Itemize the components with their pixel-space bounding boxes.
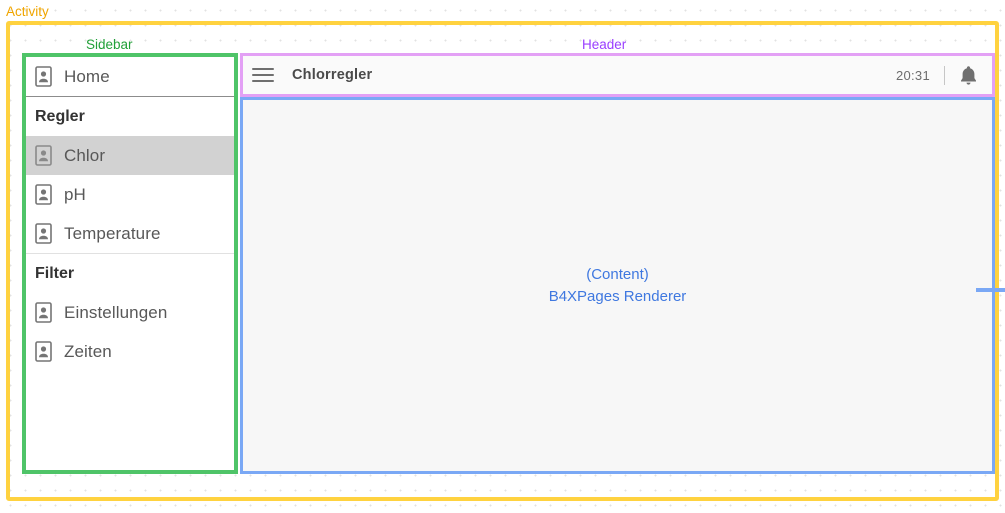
activity-frame-label: Activity: [6, 4, 49, 19]
sidebar-divider: [26, 253, 234, 254]
sidebar-item-label: Chlor: [64, 146, 106, 165]
sidebar-divider: [26, 96, 234, 97]
content-label-line2: B4XPages Renderer: [548, 287, 687, 305]
sidebar-frame-label: Sidebar: [86, 37, 133, 52]
hamburger-line: [252, 68, 274, 70]
sidebar-item-chlor[interactable]: Chlor: [26, 136, 234, 175]
sidebar-item-einstellungen[interactable]: Einstellungen: [26, 293, 234, 332]
sidebar-item-ph[interactable]: pH: [26, 175, 234, 214]
contact-card-icon: [35, 223, 52, 244]
header-right-group: 20:31: [896, 65, 992, 86]
sidebar-section-title-regler: Regler: [26, 97, 234, 136]
contact-card-icon: [35, 184, 52, 205]
sidebar-section-title-filter: Filter: [26, 254, 234, 293]
sidebar-item-label: pH: [64, 185, 86, 204]
contact-card-icon: [35, 341, 52, 362]
sidebar-item-label: Temperature: [64, 224, 161, 243]
hamburger-line: [252, 80, 274, 82]
hamburger-menu-icon[interactable]: [252, 64, 274, 86]
header-separator: [944, 65, 945, 85]
sidebar-item-zeiten[interactable]: Zeiten: [26, 332, 234, 371]
clock-text: 20:31: [895, 67, 930, 83]
contact-card-icon: [35, 66, 52, 87]
sidebar: Home Regler Chlor: [22, 53, 238, 474]
page-title: Chlorregler: [292, 67, 373, 83]
bell-icon[interactable]: [959, 65, 978, 86]
content-label-line1: (Content): [586, 265, 649, 283]
content-area: (Content) B4XPages Renderer: [240, 97, 995, 474]
sidebar-item-temperature[interactable]: Temperature: [26, 214, 234, 253]
header-frame-label: Header: [582, 37, 627, 52]
activity-frame: [6, 21, 999, 501]
contact-card-icon: [35, 145, 52, 166]
header-bar: Chlorregler 20:31: [240, 53, 995, 97]
sidebar-item-label: Einstellungen: [64, 303, 168, 322]
hamburger-line: [252, 74, 274, 76]
content-frame-pointer-line: [976, 288, 1005, 292]
sidebar-item-label: Home: [64, 67, 110, 86]
sidebar-item-home[interactable]: Home: [26, 57, 234, 96]
contact-card-icon: [35, 302, 52, 323]
sidebar-item-label: Zeiten: [64, 342, 112, 361]
